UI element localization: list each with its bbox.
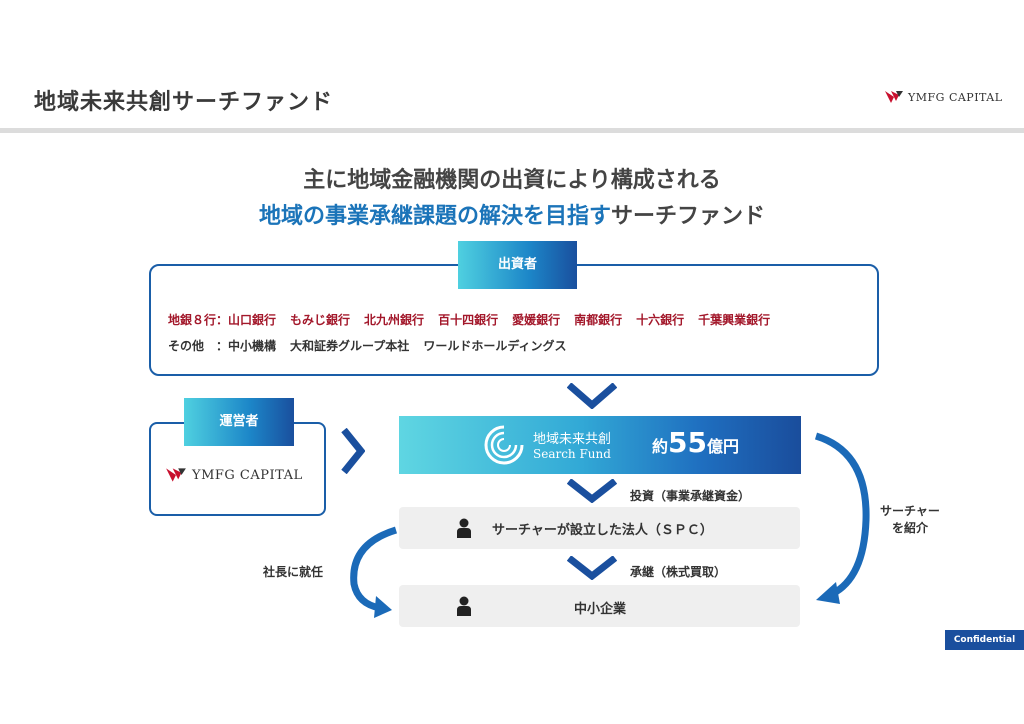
header-divider xyxy=(0,128,1024,133)
others-prefix: その他 ： xyxy=(168,339,229,353)
banks-prefix: 地銀８行： xyxy=(168,313,229,327)
sme-text: 中小企業 xyxy=(574,602,627,617)
curved-arrow-icon xyxy=(350,526,398,618)
bank-item: 北九州銀行 xyxy=(364,313,425,327)
confidential-badge: Confidential xyxy=(945,630,1024,650)
headline-highlight: 地域の事業承継課題の解決を目指す xyxy=(258,204,611,229)
curved-arrow-icon xyxy=(814,432,870,604)
ymfg-logo-icon xyxy=(885,91,903,103)
ymfg-logo-icon xyxy=(166,468,186,482)
chevron-down-icon xyxy=(567,479,617,503)
bank-item: もみじ銀行 xyxy=(290,313,351,327)
operator-logo: YMFG CAPITAL xyxy=(165,467,303,483)
person-icon xyxy=(457,518,471,538)
fund-amount: 約55億円 xyxy=(652,426,739,459)
brand-logo: YMFG CAPITAL xyxy=(884,90,1003,104)
amount-number: 55 xyxy=(668,426,707,459)
other-investor-item: ワールドホールディングス xyxy=(423,339,567,353)
bank-item: 愛媛銀行 xyxy=(512,313,561,327)
headline-rest: サーチファンド xyxy=(611,204,766,229)
amount-prefix: 約 xyxy=(652,437,669,456)
searcher-intro-label: サーチャー を紹介 xyxy=(880,503,940,537)
chevron-down-icon xyxy=(567,556,617,580)
operator-brand-name: YMFG CAPITAL xyxy=(192,467,303,483)
investor-tab: 出資者 xyxy=(458,241,577,289)
operator-tab: 運営者 xyxy=(184,398,294,446)
investment-label: 投資（事業承継資金） xyxy=(630,489,751,503)
bank-item: 山口銀行 xyxy=(228,313,277,327)
other-investors-line: その他 ：中小機構大和証券グループ本社ワールドホールディングス xyxy=(168,337,580,354)
brand-name: YMFG CAPITAL xyxy=(908,90,1003,104)
fund-name-en: Search Fund xyxy=(533,447,611,461)
bank-item: 千葉興業銀行 xyxy=(698,313,771,327)
person-icon xyxy=(457,596,471,616)
spc-text: サーチャーが設立した法人（ＳＰＣ） xyxy=(492,523,713,538)
chevron-right-icon xyxy=(341,428,365,474)
amount-suffix: 億円 xyxy=(706,437,739,456)
fund-name-jp: 地域未来共創 xyxy=(533,432,612,447)
searcher-intro-line-2: を紹介 xyxy=(891,521,928,535)
ceo-label: 社長に就任 xyxy=(263,565,324,579)
bank-investors-line: 地銀８行：山口銀行もみじ銀行北九州銀行百十四銀行愛媛銀行南都銀行十六銀行千葉興業… xyxy=(168,311,784,328)
chevron-down-icon xyxy=(567,383,617,409)
fund-banner xyxy=(399,416,801,474)
bank-item: 百十四銀行 xyxy=(438,313,499,327)
other-investor-item: 大和証券グループ本社 xyxy=(290,339,410,353)
fund-swirl-icon xyxy=(484,425,524,465)
bank-item: 南都銀行 xyxy=(574,313,623,327)
searcher-intro-line-1: サーチャー xyxy=(880,504,940,518)
page-title: 地域未来共創サーチファンド xyxy=(34,90,334,115)
headline-line-2: 地域の事業承継課題の解決を目指すサーチファンド xyxy=(0,198,1024,230)
headline-line-1: 主に地域金融機関の出資により構成される xyxy=(303,168,721,193)
other-investor-item: 中小機構 xyxy=(228,339,277,353)
succession-label: 承継（株式買取） xyxy=(630,565,727,579)
bank-item: 十六銀行 xyxy=(636,313,685,327)
